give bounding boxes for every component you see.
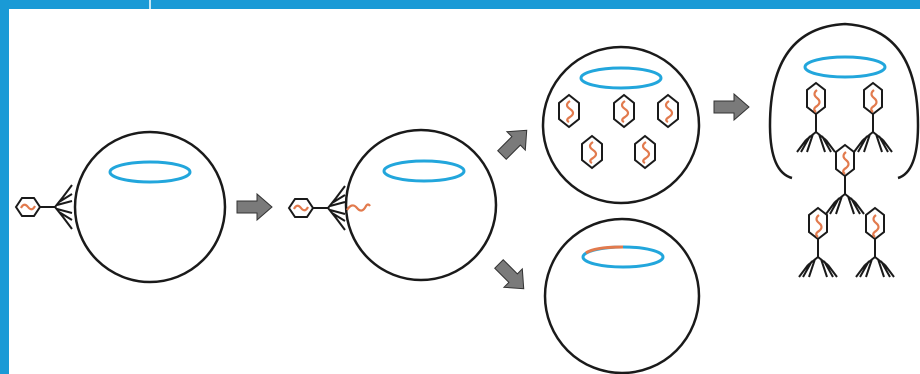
stage-lytic-replication (541, 45, 701, 205)
frame-top-bar (0, 0, 920, 9)
cell-icon (73, 130, 227, 284)
arrow-up-right-icon (492, 120, 537, 165)
phage-head-icon (633, 134, 657, 170)
stage-injection (287, 128, 498, 282)
arrow-down-right-icon (489, 254, 534, 299)
phage-head-icon (612, 93, 636, 129)
stage-lysogenic-integration (543, 217, 701, 374)
plasmid-icon (382, 159, 466, 183)
plasmid-icon (579, 66, 663, 90)
plasmid-icon (803, 55, 887, 79)
dna-strand-icon (346, 203, 371, 212)
phage-head-icon (557, 93, 581, 129)
cell-icon (543, 217, 701, 374)
phage-icon (287, 184, 347, 232)
stage-lysis-release (768, 22, 920, 279)
phage-icon (854, 206, 896, 279)
plasmid-icon (108, 160, 192, 184)
arrow-right-icon (713, 93, 750, 121)
phage-icon (797, 206, 839, 279)
phage-head-icon (580, 134, 604, 170)
phage-head-icon (656, 93, 680, 129)
integrated-dna-icon (585, 245, 624, 255)
stage-attachment (14, 130, 227, 284)
arrow-right-icon (236, 193, 273, 221)
frame-left-bar (0, 0, 9, 374)
phage-icon (14, 183, 74, 231)
cell-icon (344, 128, 498, 282)
